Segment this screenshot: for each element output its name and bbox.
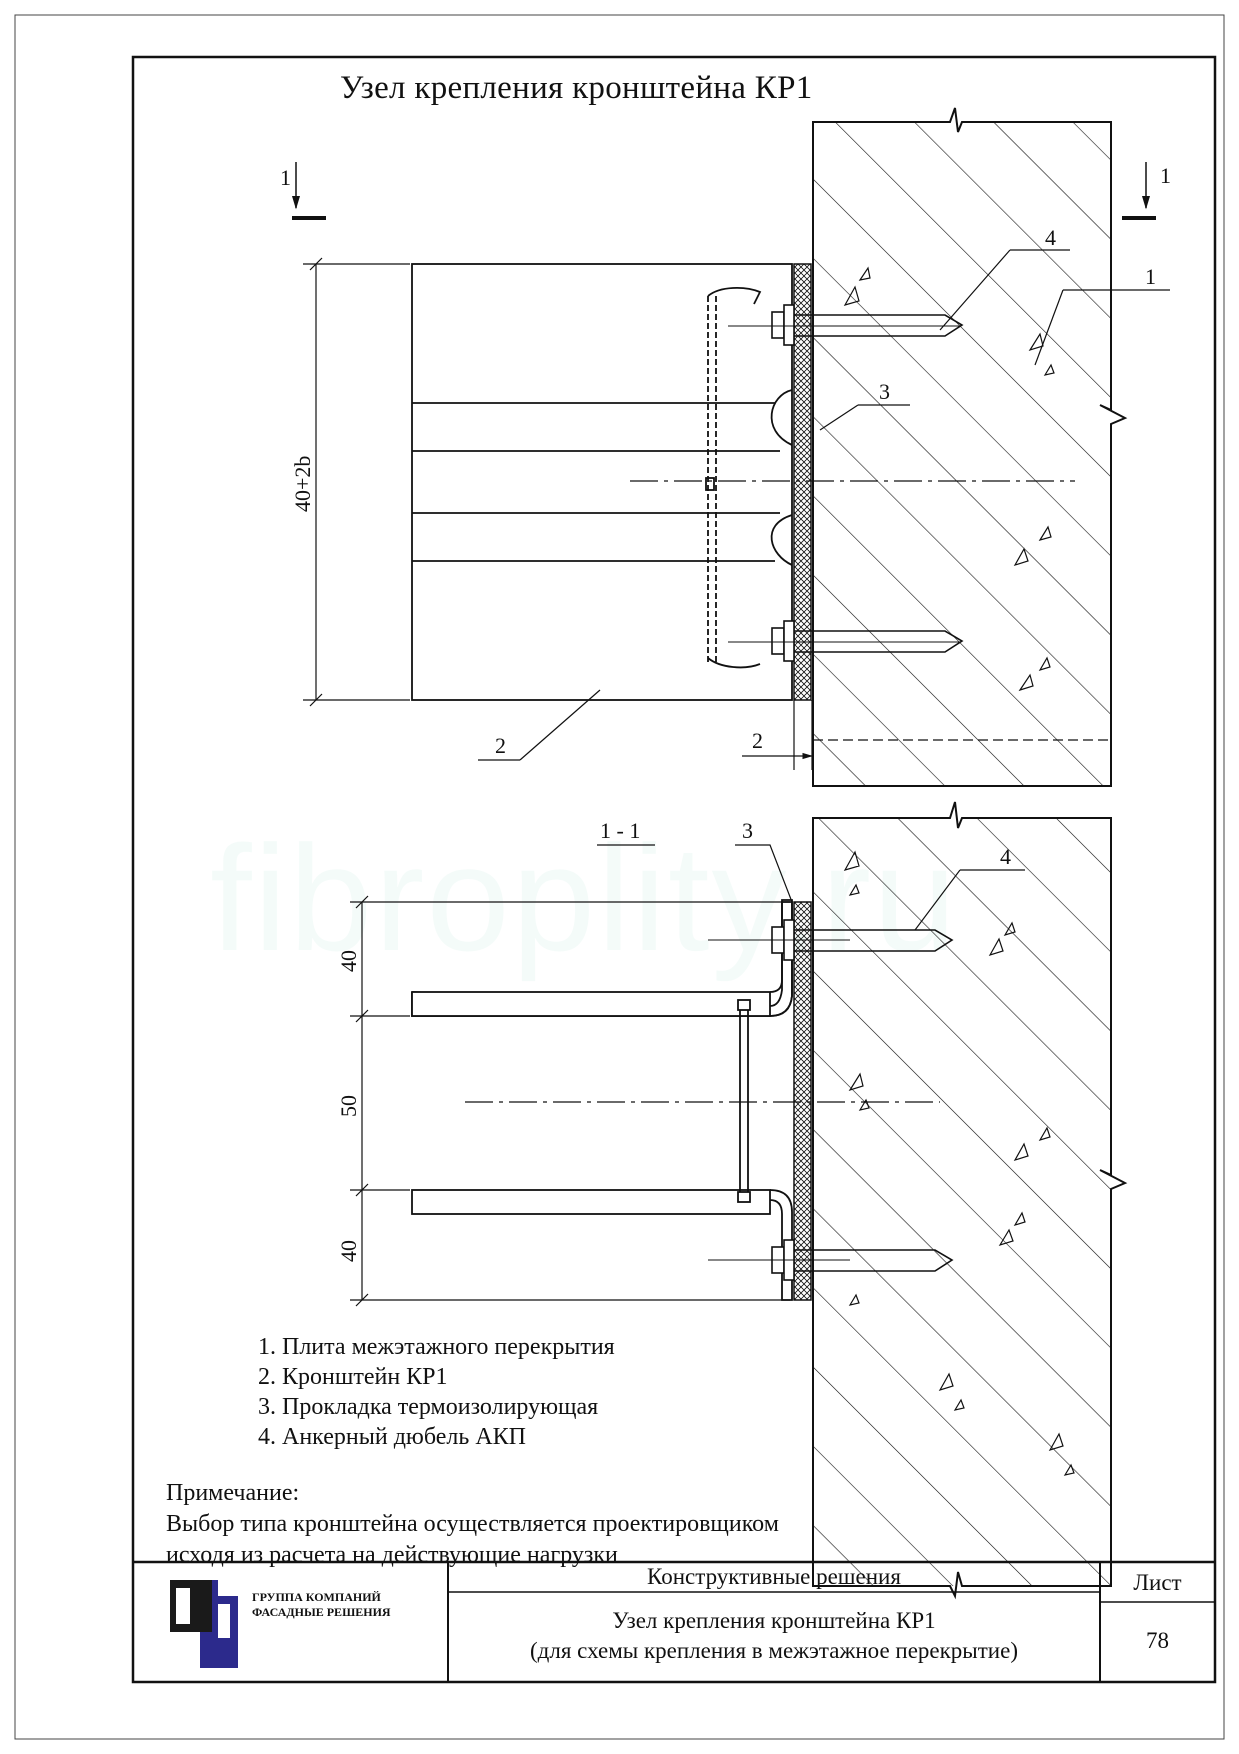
sheet-outer-border — [14, 14, 1225, 1740]
dim-label-d2: 50 — [336, 1095, 361, 1117]
company-name: ГРУППА КОМПАНИЙ ФАСАДНЫЕ РЕШЕНИЯ — [252, 1590, 391, 1620]
callout-gap: 2 — [752, 728, 763, 753]
thermal-pad-section — [793, 901, 812, 1301]
legend-item: 2. Кронштейн КР1 — [258, 1364, 448, 1390]
callout-leaders-top — [478, 249, 1170, 770]
anchor-section-1 — [708, 919, 954, 961]
dim-label-d1: 40 — [336, 950, 361, 972]
callout-1: 1 — [1145, 264, 1156, 289]
company-name-line1: ГРУППА КОМПАНИЙ — [252, 1590, 381, 1604]
company-logo — [170, 1580, 238, 1668]
title-block — [133, 1560, 1215, 1682]
bracket-front-view — [411, 263, 793, 701]
section-mark-left — [291, 162, 326, 220]
note: Примечание: Выбор типа кронштейна осущес… — [166, 1478, 779, 1571]
company-name-line2: ФАСАДНЫЕ РЕШЕНИЯ — [252, 1605, 391, 1619]
section-label: 1 - 1 — [600, 818, 640, 843]
slab-upper — [812, 107, 1128, 787]
stamp-title-line2: (для схемы крепления в межэтажное перекр… — [530, 1638, 1018, 1663]
callout-4-top: 4 — [1045, 225, 1056, 250]
section-mark-right — [1122, 162, 1156, 220]
note-line: Выбор типа кронштейна осуществляется про… — [166, 1511, 779, 1537]
stamp-title-line1: Узел крепления кронштейна КР1 — [612, 1608, 936, 1633]
section-mark-right-label: 1 — [1160, 163, 1171, 188]
stamp-sheet-label: Лист — [1133, 1570, 1182, 1595]
anchor-top-1 — [728, 304, 964, 346]
note-line: исходя из расчета на действующие нагрузк… — [166, 1542, 618, 1568]
dim-label-height: 40+2b — [290, 456, 315, 512]
note-heading: Примечание: — [166, 1480, 300, 1506]
stamp-sheet-number: 78 — [1146, 1628, 1169, 1653]
stamp-section: Конструктивные решения — [647, 1564, 901, 1589]
bracket-section — [411, 899, 793, 1301]
legend-item: 4. Анкерный дюбель АКП — [258, 1424, 526, 1450]
callout-4-section: 4 — [1000, 844, 1011, 869]
stamp-title: Узел крепления кронштейна КР1 (для схемы… — [448, 1606, 1100, 1666]
callout-2: 2 — [495, 733, 506, 758]
callout-leaders-section — [597, 844, 1025, 931]
dim-label-d3: 40 — [336, 1240, 361, 1262]
dimension-height-top — [303, 257, 410, 707]
callout-3-section: 3 — [742, 818, 753, 843]
anchor-section-2 — [708, 1239, 954, 1281]
legend: 1. Плита межэтажного перекрытия 2. Кронш… — [258, 1332, 615, 1452]
legend-item: 1. Плита межэтажного перекрытия — [258, 1334, 615, 1360]
drawing-frame — [131, 55, 1217, 1684]
callout-3-top: 3 — [879, 379, 890, 404]
slab-lower — [812, 801, 1128, 1600]
section-mark-left-label: 1 — [280, 165, 291, 190]
dimension-chain-section — [350, 895, 790, 1307]
legend-item: 3. Прокладка термоизолирующая — [258, 1394, 599, 1420]
drawing-title: Узел крепления кронштейна КР1 — [340, 70, 813, 106]
anchor-top-2 — [728, 620, 964, 662]
thermal-pad-top — [793, 263, 812, 701]
